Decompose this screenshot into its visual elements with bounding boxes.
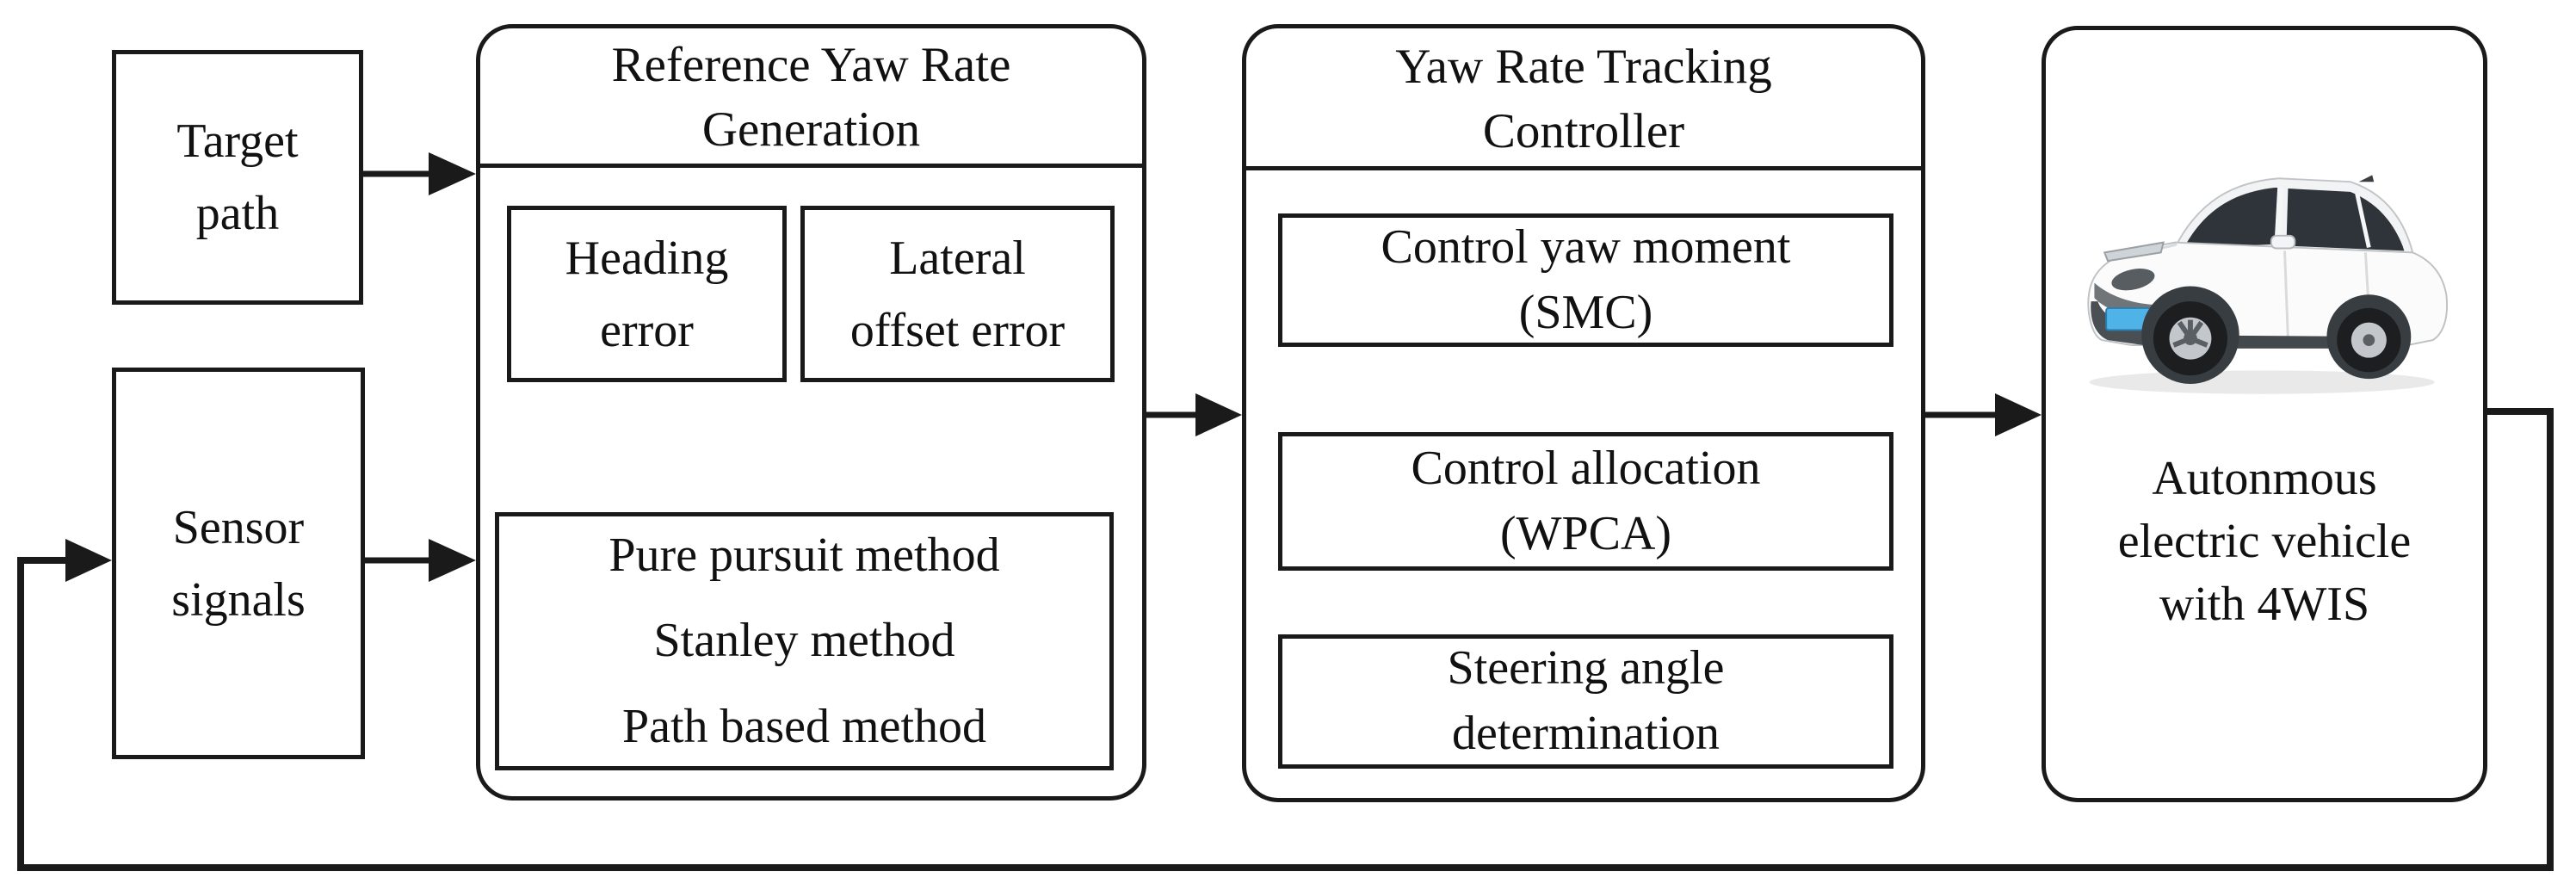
target-path-box: Target path bbox=[112, 50, 363, 305]
reference-yaw-rate-generation-title: Reference Yaw Rate Generation bbox=[611, 37, 1011, 157]
path-tracking-methods-label: Pure pursuit method Stanley method Path … bbox=[608, 528, 1000, 753]
vehicle-label: Autonmous electric vehicle with 4WIS bbox=[2117, 452, 2412, 631]
lateral-offset-error-label: Lateral offset error bbox=[849, 231, 1066, 357]
steering-angle-determination-box: Steering angle determination bbox=[1278, 634, 1893, 769]
feedback-loop-line bbox=[17, 408, 2554, 871]
control-yaw-moment-box: Control yaw moment (SMC) bbox=[1278, 213, 1893, 347]
control-allocation-label: Control allocation (WPCA) bbox=[1411, 441, 1761, 560]
controller-title-divider bbox=[1245, 166, 1923, 170]
yaw-rate-tracking-controller-title: Yaw Rate Tracking Controller bbox=[1395, 39, 1772, 158]
heading-error-box: Heading error bbox=[507, 206, 787, 382]
path-tracking-methods-box: Pure pursuit method Stanley method Path … bbox=[495, 512, 1114, 770]
sensor-signals-label: Sensor signals bbox=[171, 500, 306, 627]
refgen-title-divider bbox=[479, 164, 1144, 168]
control-allocation-box: Control allocation (WPCA) bbox=[1278, 432, 1893, 571]
arrowhead-target-to-refgen bbox=[429, 152, 476, 195]
arrowhead-feedback-to-sensor bbox=[65, 539, 112, 582]
vehicle-box bbox=[2042, 26, 2487, 802]
vehicle-photo bbox=[2087, 175, 2449, 394]
arrowhead-controller-to-vehicle bbox=[1995, 393, 2042, 436]
heading-error-label: Heading error bbox=[565, 231, 729, 357]
control-yaw-moment-label: Control yaw moment (SMC) bbox=[1381, 219, 1791, 339]
steering-angle-determination-label: Steering angle determination bbox=[1447, 641, 1725, 760]
lateral-offset-error-box: Lateral offset error bbox=[800, 206, 1115, 382]
sensor-signals-box: Sensor signals bbox=[112, 368, 365, 759]
target-path-label: Target path bbox=[176, 114, 299, 240]
arrowhead-refgen-to-controller bbox=[1195, 393, 1242, 436]
arrowhead-sensor-to-refgen bbox=[429, 539, 476, 582]
